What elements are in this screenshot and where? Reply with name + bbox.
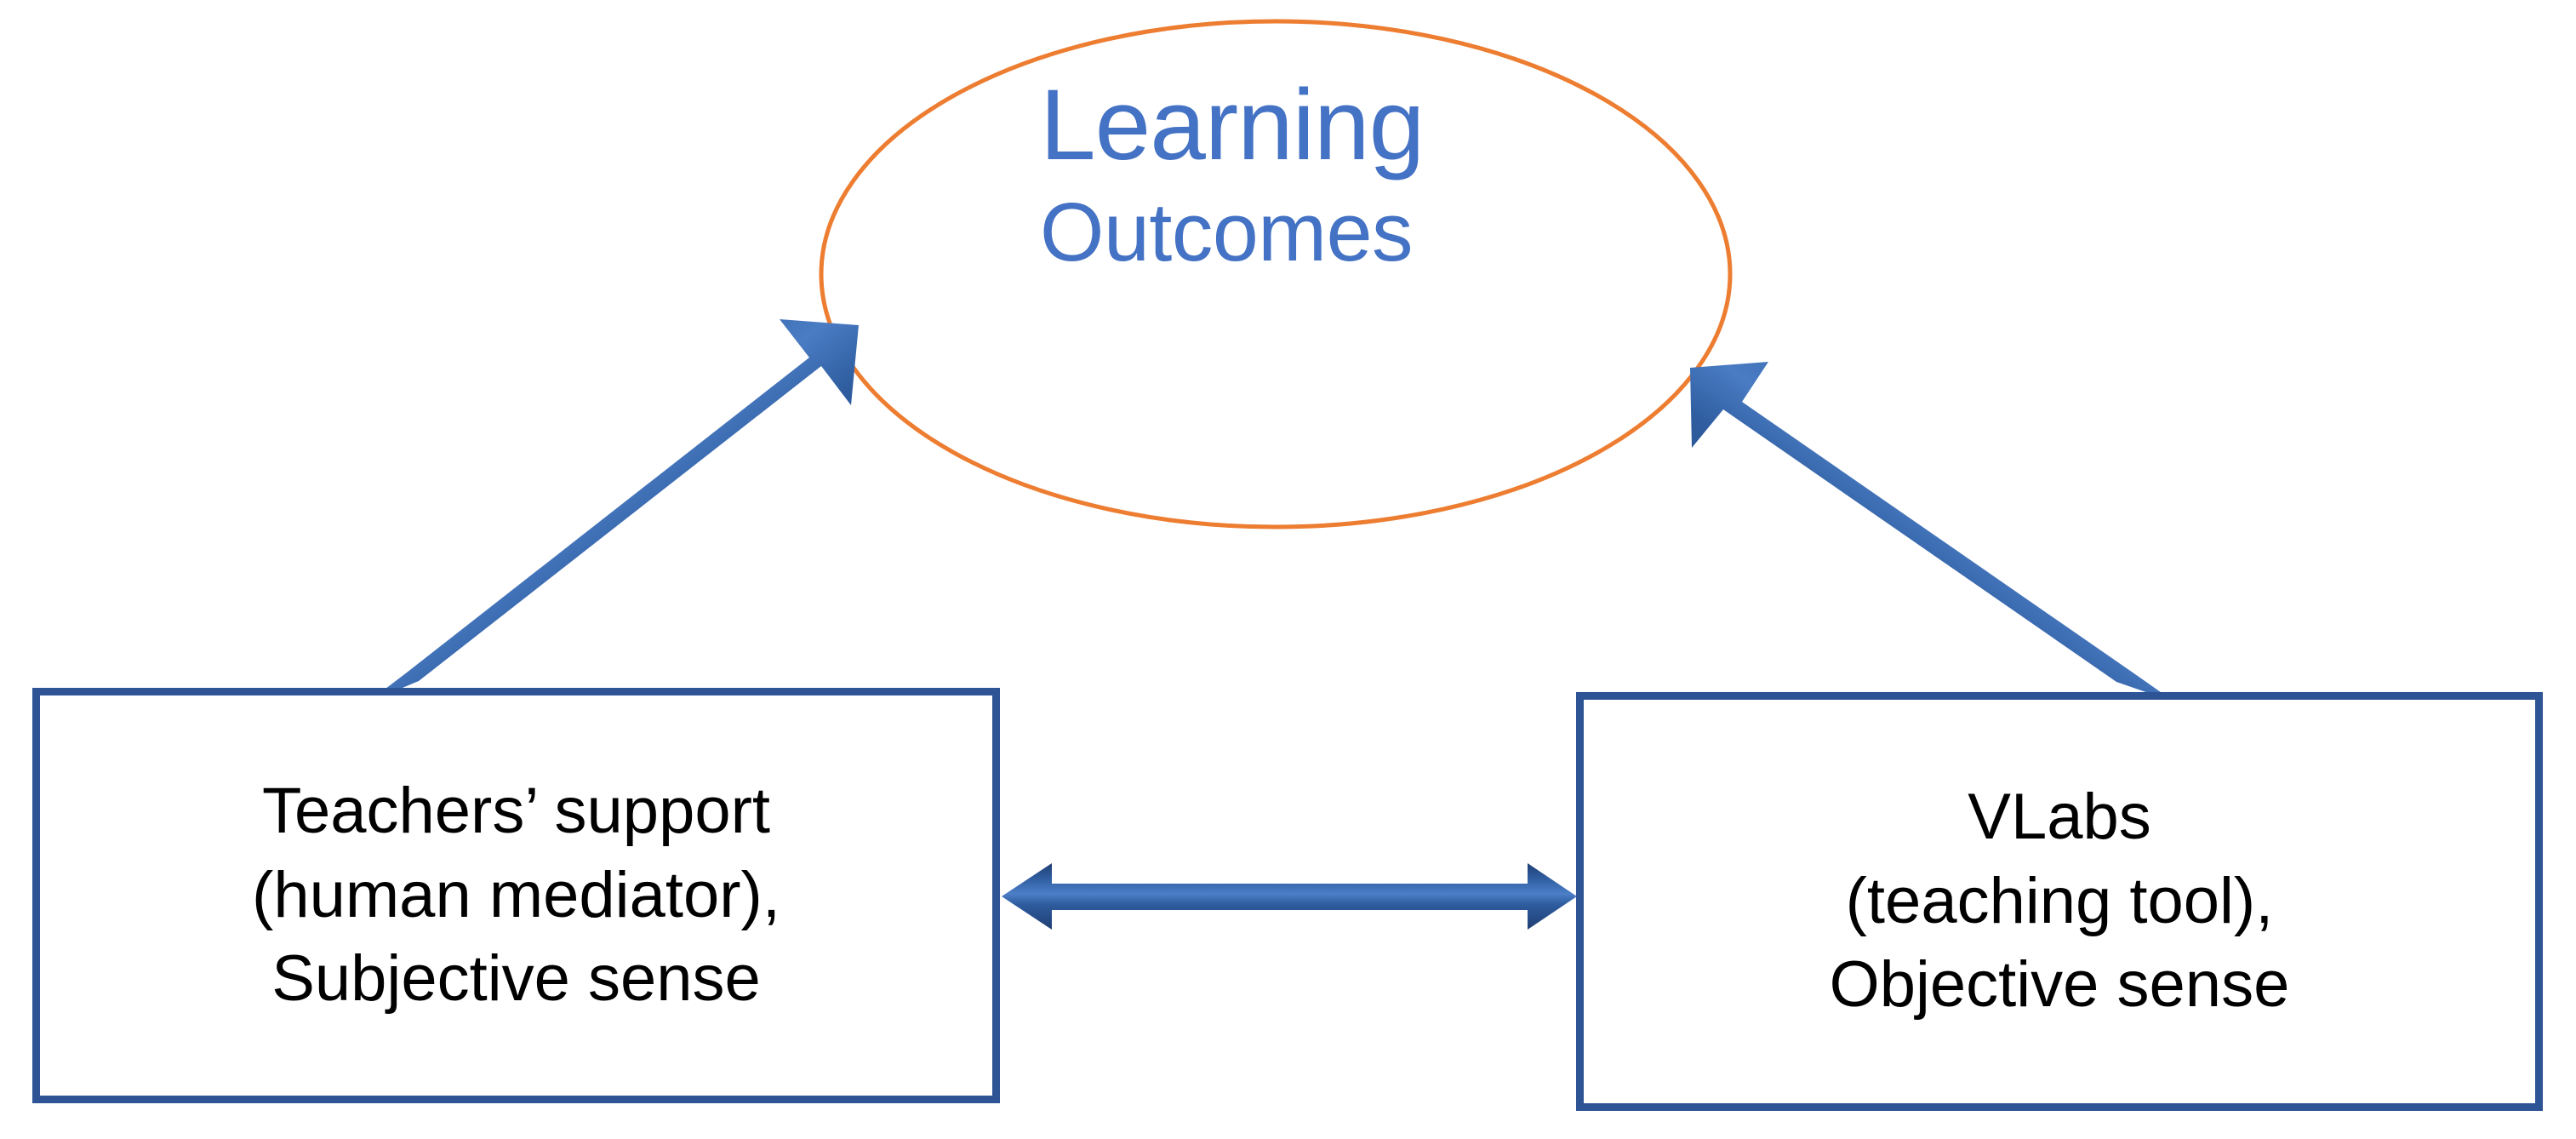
arrow-vlabs-to-outcomes bbox=[1690, 362, 2175, 702]
teachers-support-line-3: Subjective sense bbox=[271, 942, 761, 1016]
vlabs-line-1: VLabs bbox=[1968, 780, 2151, 853]
teachers-support-box[interactable]: Teachers’ support (human mediator), Subj… bbox=[32, 688, 1000, 1103]
arrow-teachers-to-outcomes bbox=[368, 319, 859, 702]
vlabs-line-3: Objective sense bbox=[1829, 948, 2290, 1022]
ellipse-label-line1: Learning bbox=[1040, 69, 1425, 181]
teachers-support-line-2: (human mediator), bbox=[252, 858, 780, 931]
learning-outcomes-ellipse bbox=[819, 19, 1733, 529]
arrow-teachers-vlabs-bidirectional bbox=[1002, 863, 1577, 930]
vlabs-line-2: (teaching tool), bbox=[1845, 864, 2274, 937]
ellipse-label-group: Learning Outcomes bbox=[1040, 75, 1568, 273]
vlabs-box[interactable]: VLabs (teaching tool), Objective sense bbox=[1576, 692, 2543, 1111]
teachers-support-line-1: Teachers’ support bbox=[261, 774, 771, 847]
ellipse-label-line2: Outcomes bbox=[1040, 186, 1414, 278]
